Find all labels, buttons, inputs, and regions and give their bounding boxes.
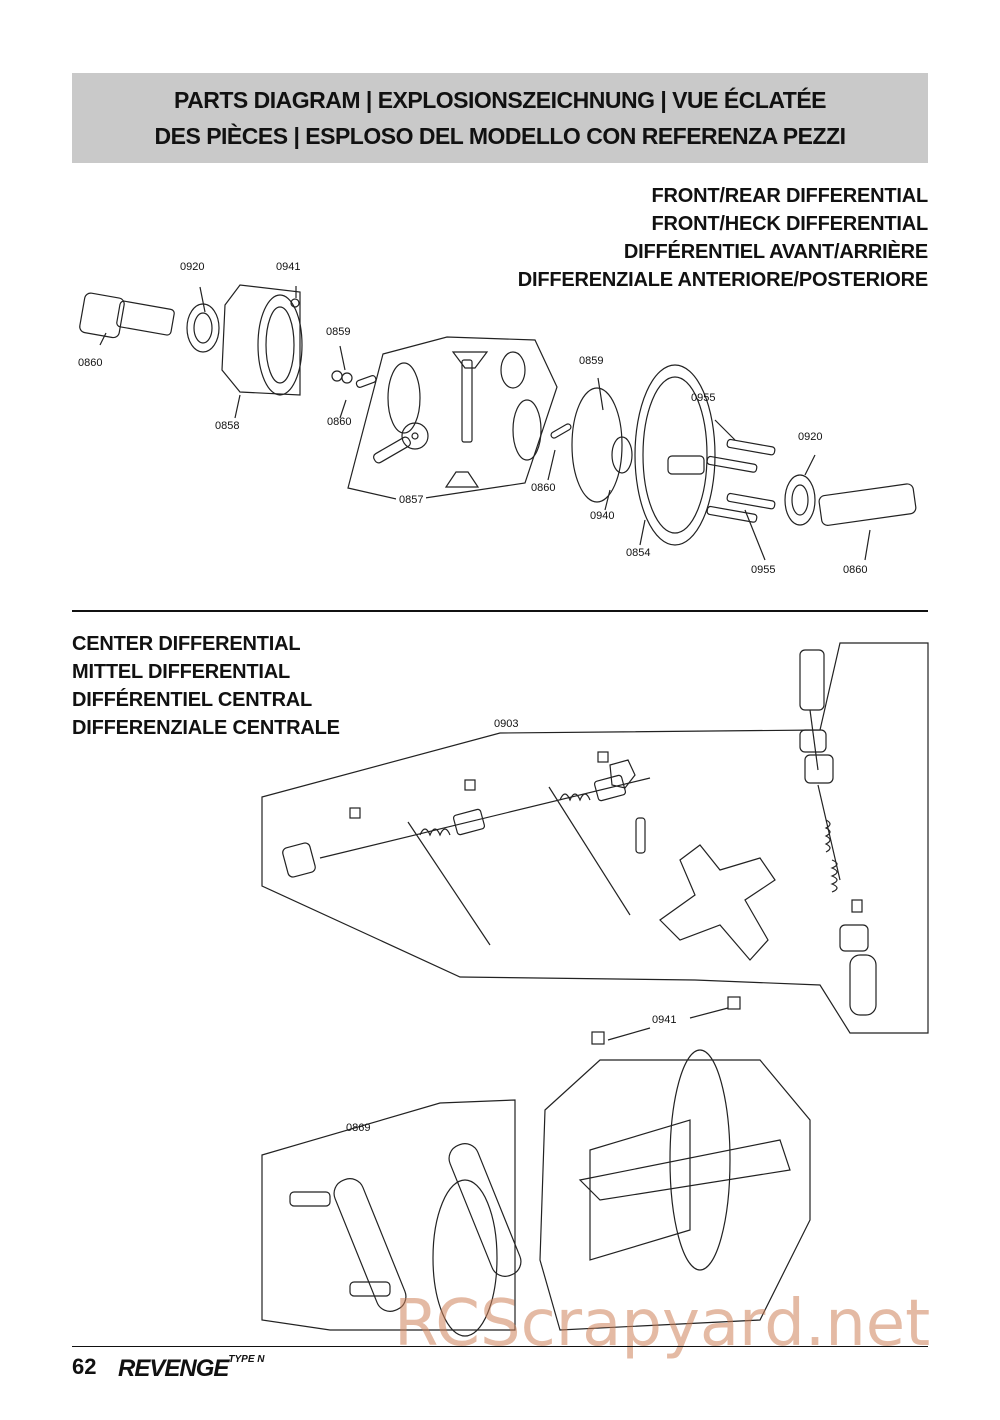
part-label: 0920: [798, 431, 823, 443]
part-label: 0903: [491, 718, 522, 730]
front-rear-diff-drawing: [79, 284, 917, 561]
brand-logo: REVENGETYPE N: [118, 1354, 265, 1383]
part-label: 0869: [346, 1122, 371, 1134]
part-label: 0858: [215, 420, 240, 432]
page-number: 62: [72, 1354, 97, 1379]
part-label: 0857: [396, 494, 427, 506]
section-divider: [72, 610, 928, 612]
heading: FRONT/REAR DIFFERENTIAL: [651, 185, 929, 207]
heading: MITTEL DIFFERENTIAL: [72, 661, 291, 683]
part-label: 0920: [180, 261, 205, 273]
center-headings: CENTER DIFFERENTIAL MITTEL DIFFERENTIAL …: [72, 630, 340, 742]
heading: DIFFÉRENTIEL CENTRAL: [72, 689, 313, 711]
brand-name: REVENGE: [118, 1355, 229, 1382]
part-label: 0854: [626, 547, 651, 559]
part-label: 0955: [691, 392, 716, 404]
watermark: RCScrapyard.net: [394, 1287, 931, 1361]
footer-divider: [72, 1346, 928, 1347]
part-label: 0859: [326, 326, 351, 338]
heading: DIFFERENZIALE ANTERIORE/POSTERIORE: [517, 269, 928, 291]
part-label: 0941: [652, 1014, 677, 1026]
part-label: 0955: [751, 564, 776, 576]
front-rear-headings: FRONT/REAR DIFFERENTIAL FRONT/HECK DIFFE…: [518, 182, 928, 294]
part-label: 0860: [78, 357, 103, 369]
heading: FRONT/HECK DIFFERENTIAL: [651, 213, 929, 235]
brand-suffix: TYPE N: [228, 1354, 265, 1365]
center-diff-drawing: [261, 642, 929, 1337]
part-label: 0860: [843, 564, 868, 576]
part-label: 0941: [276, 261, 301, 273]
heading: CENTER DIFFERENTIAL: [72, 633, 301, 655]
header-line-2: DES PIÈCES | ESPLOSO DEL MODELLO CON REF…: [154, 123, 846, 149]
part-label: 0860: [327, 416, 352, 428]
part-label: 0859: [579, 355, 604, 367]
header-line-1: PARTS DIAGRAM | EXPLOSIONSZEICHNUNG | VU…: [173, 87, 827, 113]
part-label: 0860: [531, 482, 556, 494]
heading: DIFFÉRENTIEL AVANT/ARRIÈRE: [623, 241, 928, 263]
page-header: PARTS DIAGRAM | EXPLOSIONSZEICHNUNG | VU…: [72, 73, 928, 163]
part-label: 0940: [590, 510, 615, 522]
heading: DIFFERENZIALE CENTRALE: [72, 717, 340, 739]
